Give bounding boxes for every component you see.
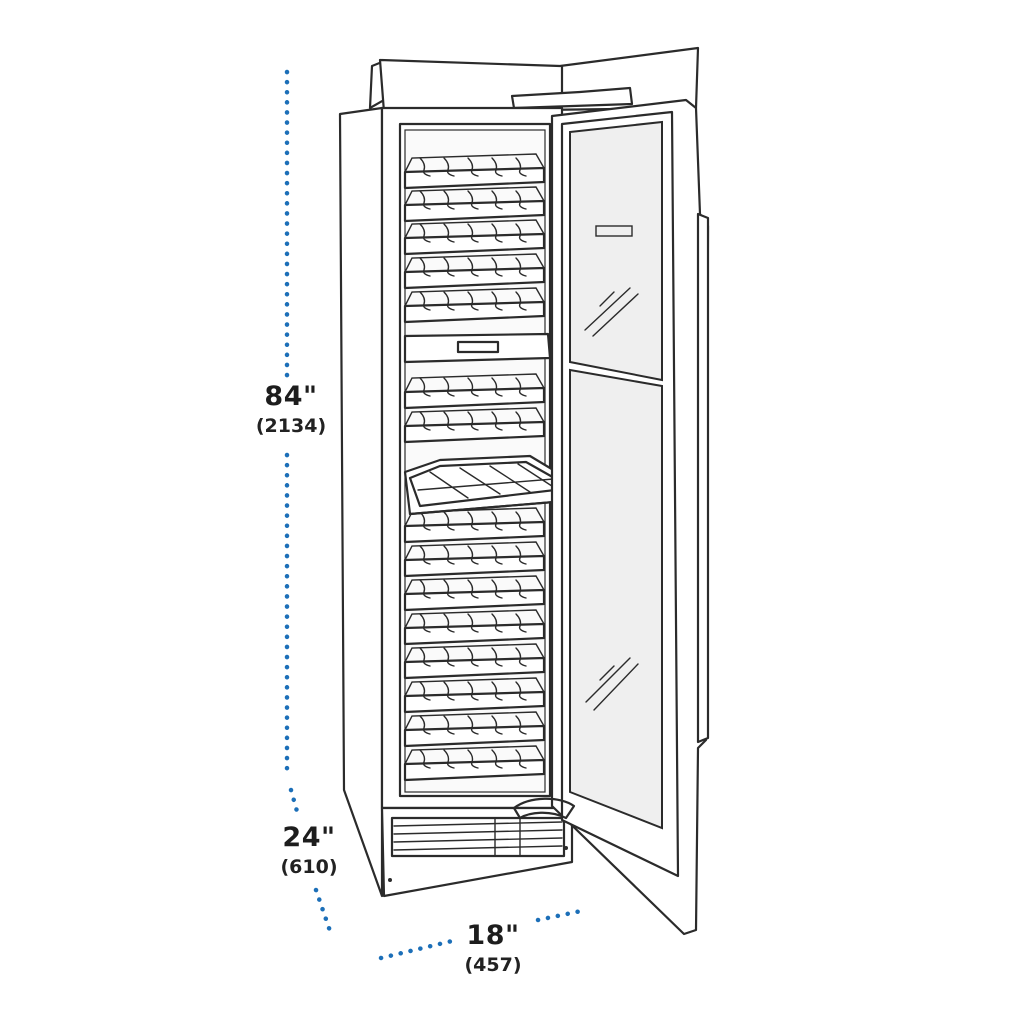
ventilation-grille: [390, 816, 566, 858]
pulled-out-shelf: [403, 454, 582, 516]
shelf: [403, 643, 546, 680]
dimension-guides: [284, 69, 589, 961]
wine-rack-shelves: [403, 153, 546, 782]
shelf: [403, 711, 546, 748]
door-handle: [696, 212, 710, 744]
width-guide-right: [535, 907, 589, 923]
shelf: [403, 153, 546, 190]
depth-guide-upper: [288, 787, 301, 818]
depth-metric: (610): [280, 856, 338, 878]
depth-guide-lower: [313, 887, 333, 934]
height-metric: (2134): [255, 415, 327, 437]
shelf: [403, 186, 546, 223]
shelf: [403, 287, 546, 324]
shelf: [403, 253, 546, 290]
cabinet-left-side: [338, 106, 384, 898]
height-dimension-label: 84" (2134): [236, 383, 346, 436]
shelf: [403, 609, 546, 646]
width-imperial: 18": [466, 920, 520, 951]
depth-imperial: 24": [282, 822, 336, 853]
door-glass-upper: [569, 120, 663, 382]
depth-dimension-label: 24" (610): [254, 824, 364, 877]
height-imperial: 84": [264, 381, 318, 412]
shelf: [403, 575, 546, 612]
door-glass-lower: [569, 368, 663, 830]
shelf: [403, 677, 546, 714]
cabinet-base: [380, 806, 574, 898]
width-guide-left: [378, 938, 455, 961]
shelf: [403, 541, 546, 578]
open-glass-door: [512, 98, 710, 936]
bottom-hinge: [512, 797, 576, 820]
width-metric: (457): [464, 954, 522, 976]
shelf: [403, 219, 546, 256]
shelf: [403, 373, 546, 410]
shelf: [403, 507, 546, 544]
top-hinge: [510, 86, 634, 110]
width-dimension-label: 18" (457): [438, 922, 548, 975]
control-panel: [403, 332, 552, 364]
shelf: [403, 745, 546, 782]
shelf: [403, 407, 546, 444]
